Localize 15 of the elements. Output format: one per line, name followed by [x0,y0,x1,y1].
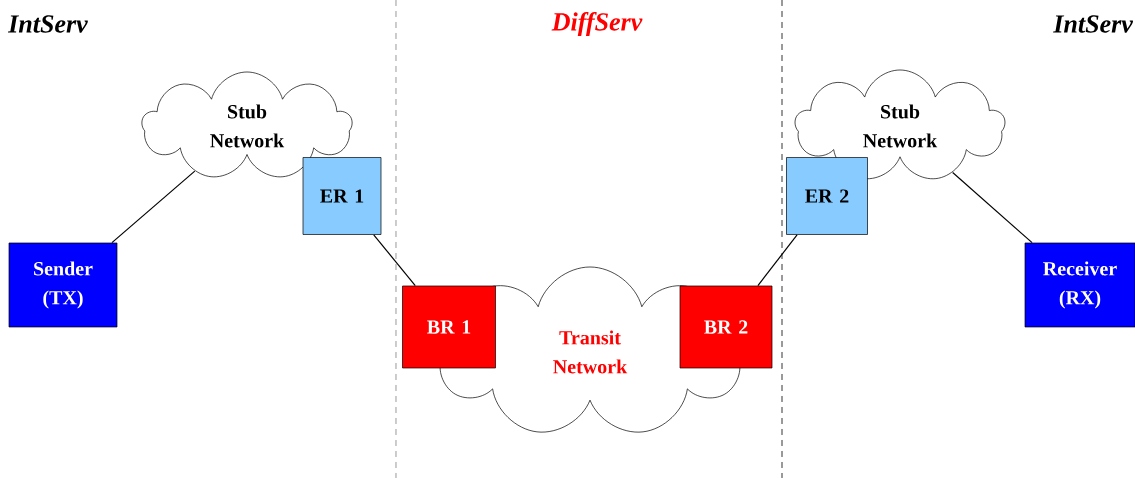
link-line [373,234,416,287]
region-heading: IntServ [7,15,88,33]
edge-router-box: ER 1 [302,157,382,235]
link-line [757,234,798,287]
border-router-box: BR 1 [402,285,496,369]
stub-network-cloud: Stub Network [794,69,1006,180]
host-box: Receiver (RX) [1024,242,1135,328]
host-box: Sender (TX) [8,242,118,328]
stub-network-cloud: Stub Network [141,71,353,178]
edge-router-box: ER 2 [786,157,868,235]
link-line [952,171,1033,244]
link-line [111,170,196,244]
border-router-box: BR 2 [679,285,773,369]
region-heading: DiffServ [551,12,643,36]
region-heading: IntServ [1053,15,1133,33]
